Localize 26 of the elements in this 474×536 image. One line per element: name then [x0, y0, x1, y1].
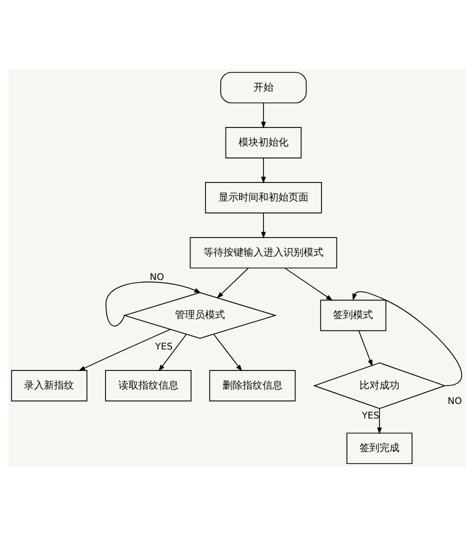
arrow — [284, 268, 333, 301]
edge-label: NO — [150, 272, 164, 284]
node-diamond: 比对成功 — [313, 362, 446, 410]
arrow — [261, 212, 266, 239]
arrow — [213, 334, 242, 372]
node-box: 录入新指纹 — [11, 370, 88, 402]
arrow — [216, 268, 249, 299]
arrow — [377, 408, 382, 434]
node-box: 签到完成 — [346, 432, 412, 464]
arrow — [106, 282, 202, 326]
arrow — [261, 158, 266, 184]
node-box: 签到模式 — [320, 300, 386, 332]
edge-label: YES — [362, 410, 380, 422]
node-box: 模块初始化 — [225, 127, 302, 158]
arrow — [261, 102, 266, 129]
arrow — [158, 334, 187, 372]
edge-label: NO — [448, 396, 462, 408]
node-box: 显示时间和初始页面 — [205, 182, 322, 214]
arrow — [78, 328, 171, 371]
arrow — [352, 291, 462, 386]
arrow — [358, 330, 372, 367]
node-box: 等待按键输入进入识别模式 — [190, 237, 338, 268]
node-box: 删除指纹信息 — [209, 370, 296, 402]
edge-label: YES — [155, 342, 173, 353]
node-box: 读取指纹信息 — [105, 370, 192, 402]
node-box: 开始 — [220, 72, 307, 104]
